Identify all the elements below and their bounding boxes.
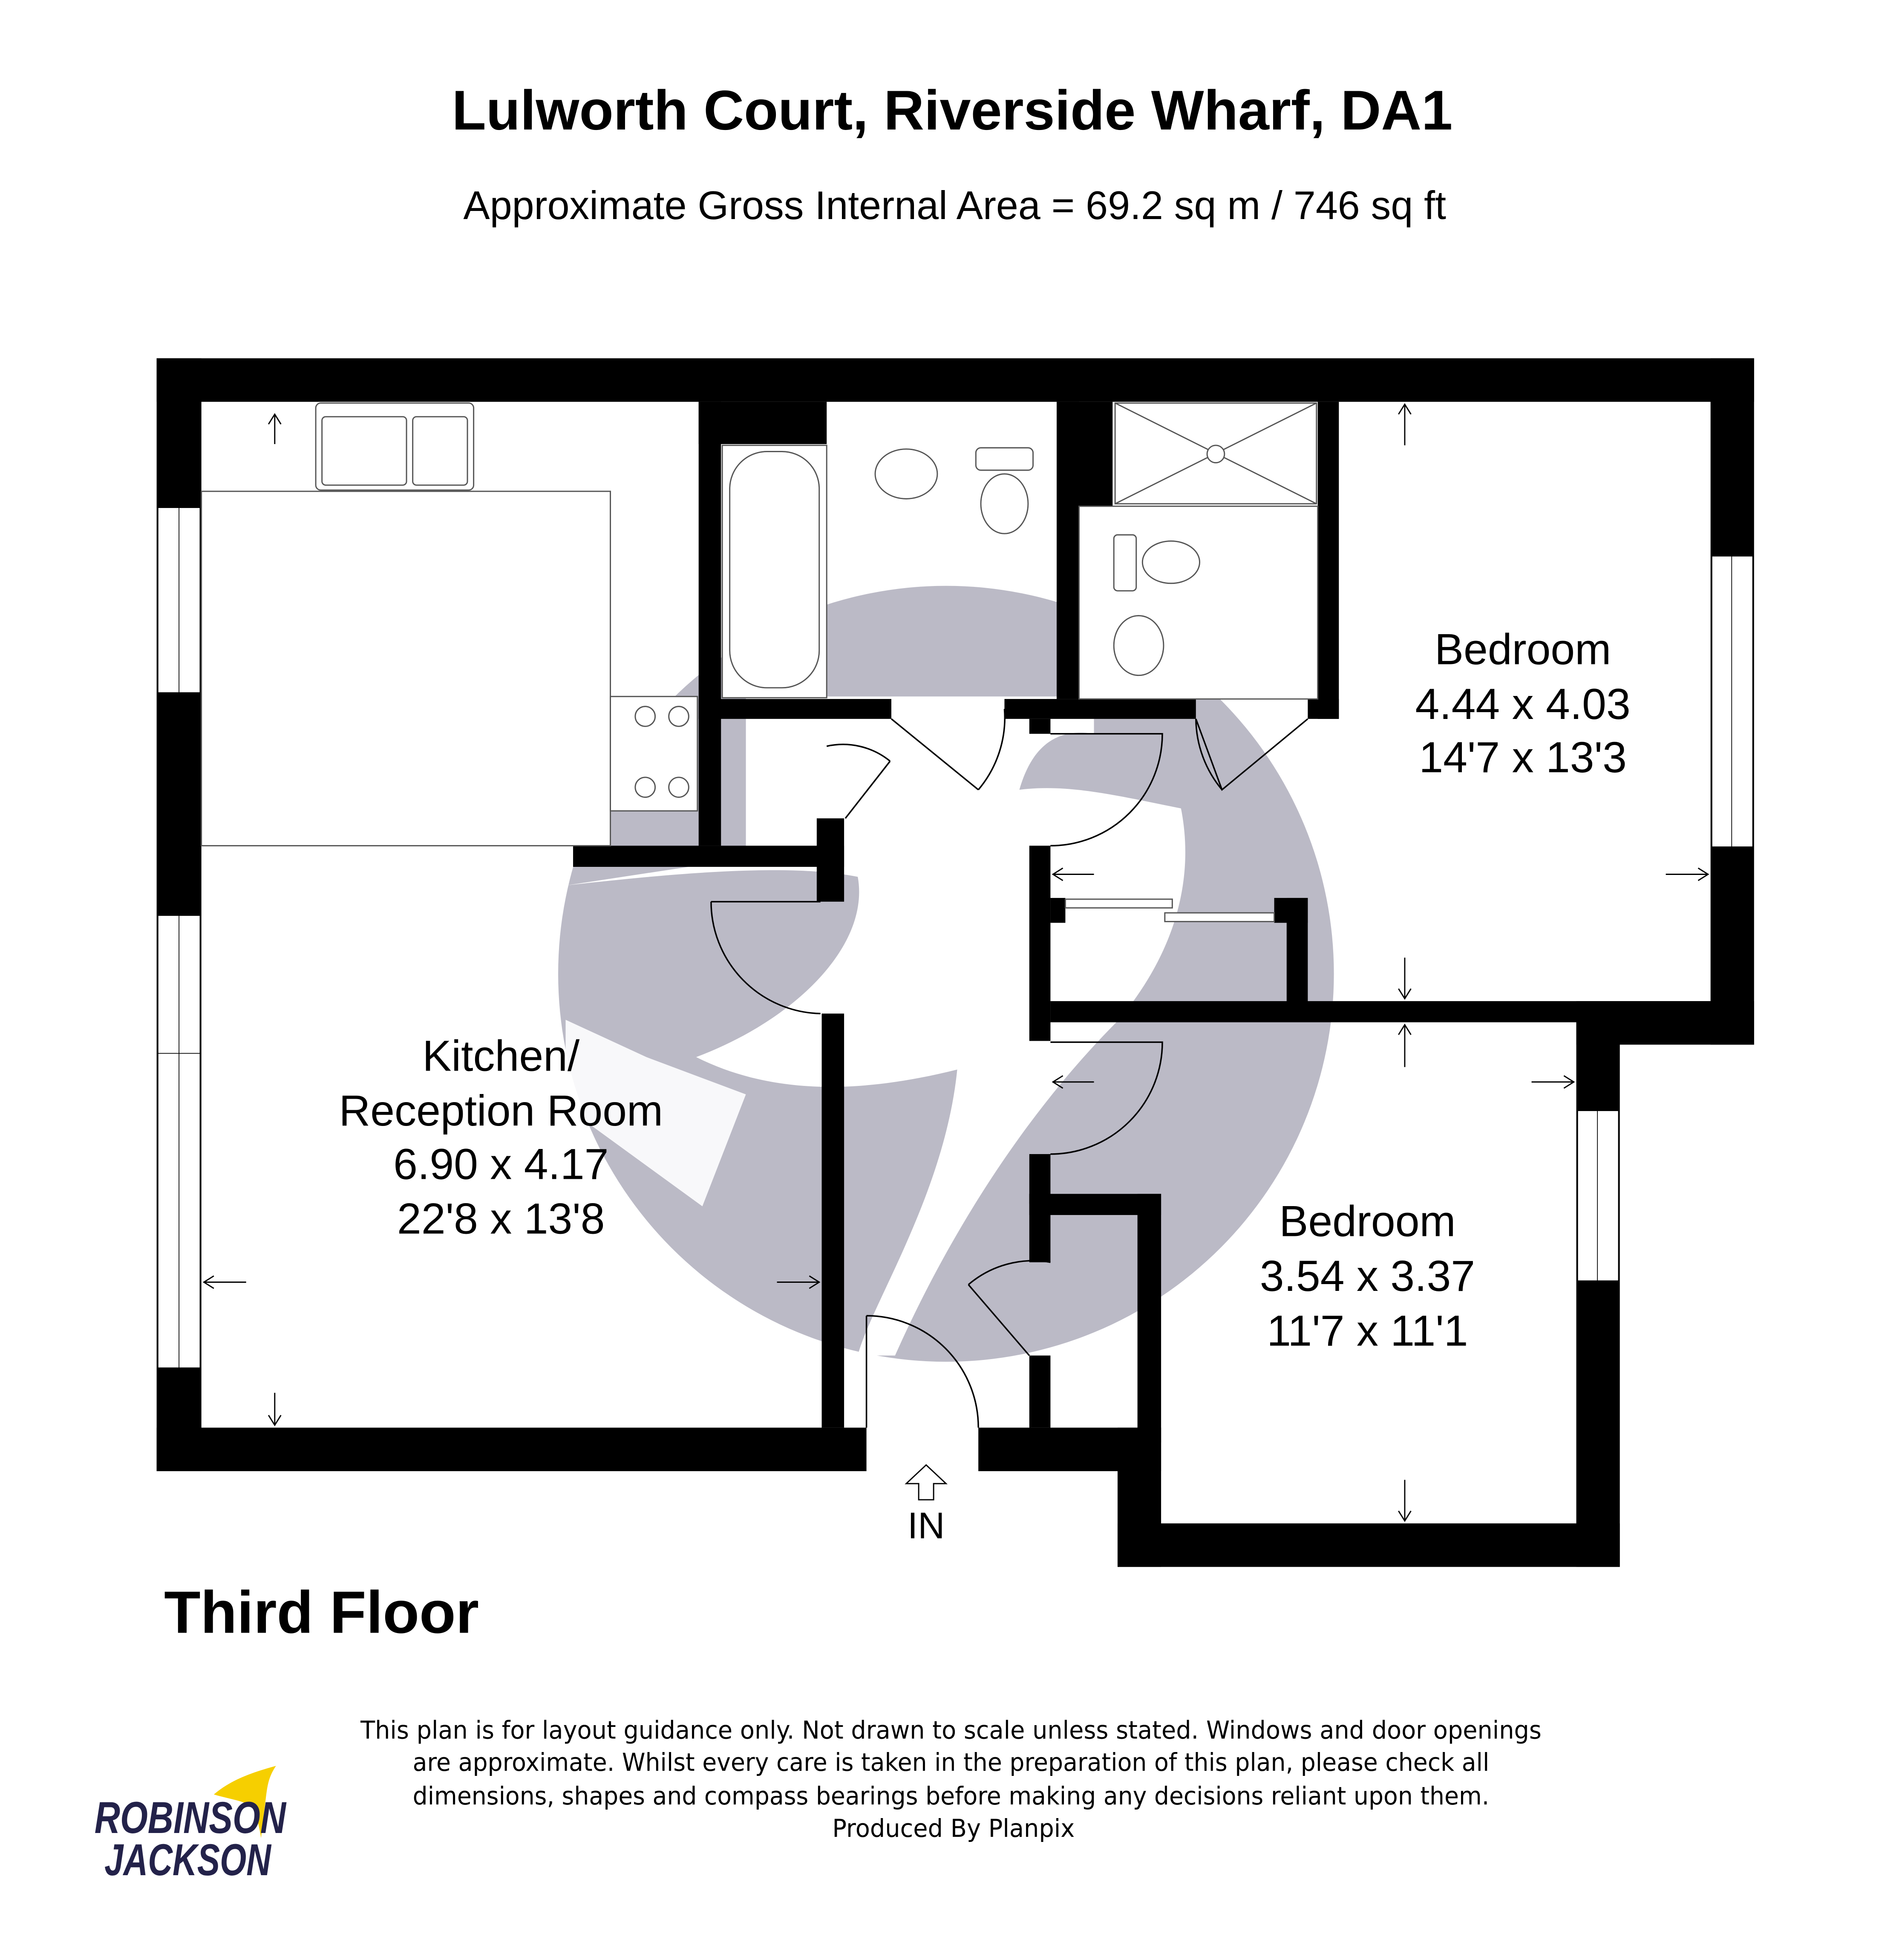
swallow-icon [213,1766,276,1838]
svg-text:Bedroom: Bedroom [1435,625,1611,673]
svg-text:Bedroom: Bedroom [1279,1197,1455,1246]
room-label-bedroom-2: Bedroom 3.54 x 3.37 11'7 x 11'1 [1260,1197,1475,1355]
svg-text:This plan is for layout guidan: This plan is for layout guidance only. N… [360,1715,1542,1744]
svg-text:dimensions, shapes and compass: dimensions, shapes and compass bearings … [413,1781,1490,1810]
windows [157,507,1754,1368]
page-title: Lulworth Court, Riverside Wharf, DA1 [452,79,1453,141]
svg-text:4.44 x 4.03: 4.44 x 4.03 [1415,680,1630,728]
svg-text:are approximate. Whilst every: are approximate. Whilst every care is ta… [413,1748,1490,1777]
doors [710,709,1308,1428]
entrance-arrow-icon [905,1464,948,1501]
svg-text:3.54 x 3.37: 3.54 x 3.37 [1260,1252,1475,1300]
dimension-arrows [202,403,1709,1522]
fixtures [201,402,1319,922]
svg-text:ROBINSON: ROBINSON [95,1793,287,1843]
svg-text:11'7 x 11'1: 11'7 x 11'1 [1267,1306,1468,1355]
robinson-jackson-logo: ROBINSON JACKSON [95,1766,287,1885]
entrance-label: IN [908,1505,945,1547]
disclaimer: This plan is for layout guidance only. N… [360,1715,1542,1842]
svg-text:Kitchen/: Kitchen/ [422,1031,580,1080]
svg-text:Reception Room: Reception Room [339,1086,663,1135]
svg-text:6.90 x 4.17: 6.90 x 4.17 [393,1140,608,1188]
svg-text:14'7 x 13'3: 14'7 x 13'3 [1419,733,1627,782]
svg-text:JACKSON: JACKSON [104,1835,272,1885]
floor-label: Third Floor [164,1579,479,1645]
room-label-kitchen: Kitchen/ Reception Room 6.90 x 4.17 22'8… [339,1031,663,1243]
basin [874,448,938,499]
area-subtitle: Approximate Gross Internal Area = 69.2 s… [463,183,1446,228]
toilet [975,447,1034,471]
room-label-bedroom-1: Bedroom 4.44 x 4.03 14'7 x 13'3 [1415,625,1630,782]
svg-text:Produced By Planpix: Produced By Planpix [832,1814,1075,1843]
svg-text:22'8 x 13'8: 22'8 x 13'8 [397,1195,605,1243]
